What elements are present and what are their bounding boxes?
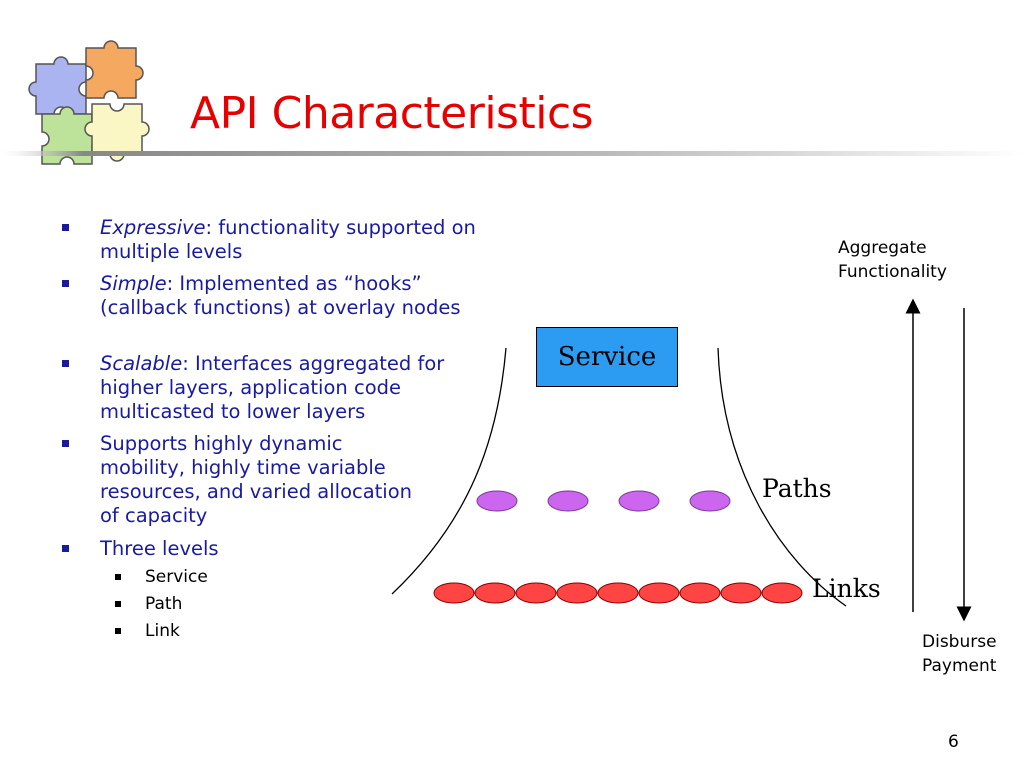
link-nodes — [433, 582, 803, 604]
link-node — [597, 582, 639, 604]
sub-bullet-link: Link — [115, 621, 180, 641]
path-node — [476, 490, 518, 512]
path-nodes — [476, 490, 731, 512]
sub-bullet-text: Service — [145, 567, 208, 587]
sub-bullet-marker — [115, 574, 121, 580]
service-box: Service — [536, 327, 678, 387]
link-node — [638, 582, 680, 604]
bullet-item-simple: Simple: Implemented as “hooks” (callback… — [62, 272, 500, 320]
bullet-marker — [62, 360, 69, 367]
link-node — [474, 582, 516, 604]
path-node — [547, 490, 589, 512]
page-number: 6 — [948, 732, 959, 752]
sub-bullet-text: Link — [145, 621, 180, 641]
sub-bullet-path: Path — [115, 594, 183, 614]
sub-bullet-marker — [115, 601, 121, 607]
bullet-marker — [62, 280, 69, 287]
bullet-text: Three levels — [100, 537, 219, 560]
sub-bullet-service: Service — [115, 567, 208, 587]
bullet-item-expressive: Expressive: functionality supported on m… — [62, 216, 500, 264]
path-node — [618, 490, 660, 512]
sub-bullet-text: Path — [145, 594, 183, 614]
bullet-emphasis: Scalable — [100, 352, 183, 375]
funnel-left-curve — [391, 347, 507, 595]
disburse-payment-label: Disburse Payment — [922, 630, 997, 678]
aggregate-functionality-label: Aggregate Functionality — [838, 236, 947, 284]
bullet-item-mobility: Supports highly dynamic mobility, highly… — [62, 432, 420, 528]
paths-label: Paths — [762, 474, 832, 503]
path-node — [689, 490, 731, 512]
link-node — [433, 582, 475, 604]
aggregate-label-line1: Aggregate — [838, 238, 927, 258]
bullet-text: : functionality supported on multiple le… — [100, 216, 476, 263]
bullet-text: : Implemented as “hooks” (callback funct… — [100, 272, 461, 319]
disburse-label-line1: Disburse — [922, 632, 997, 652]
link-node — [761, 582, 803, 604]
links-label: Links — [812, 574, 881, 603]
bullet-marker — [62, 545, 69, 552]
link-node — [679, 582, 721, 604]
bullet-marker — [62, 440, 69, 447]
funnel-right-curve — [717, 347, 847, 607]
aggregate-label-line2: Functionality — [838, 262, 947, 282]
bullet-emphasis: Simple — [100, 272, 167, 295]
bullet-text: : Interfaces aggregated for higher layer… — [100, 352, 445, 423]
sub-bullet-marker — [115, 628, 121, 634]
bullet-marker — [62, 224, 69, 231]
bullet-item-three-levels: Three levels — [62, 537, 500, 561]
bullet-item-scalable: Scalable: Interfaces aggregated for high… — [62, 352, 500, 424]
puzzle-logo-icon — [28, 40, 150, 165]
title-underline — [0, 151, 1024, 156]
link-node — [556, 582, 598, 604]
disburse-label-line2: Payment — [922, 656, 997, 676]
link-node — [515, 582, 557, 604]
link-node — [720, 582, 762, 604]
slide-title: API Characteristics — [190, 88, 594, 139]
bullet-text: Supports highly dynamic mobility, highly… — [100, 432, 413, 527]
bullet-emphasis: Expressive — [100, 216, 206, 239]
